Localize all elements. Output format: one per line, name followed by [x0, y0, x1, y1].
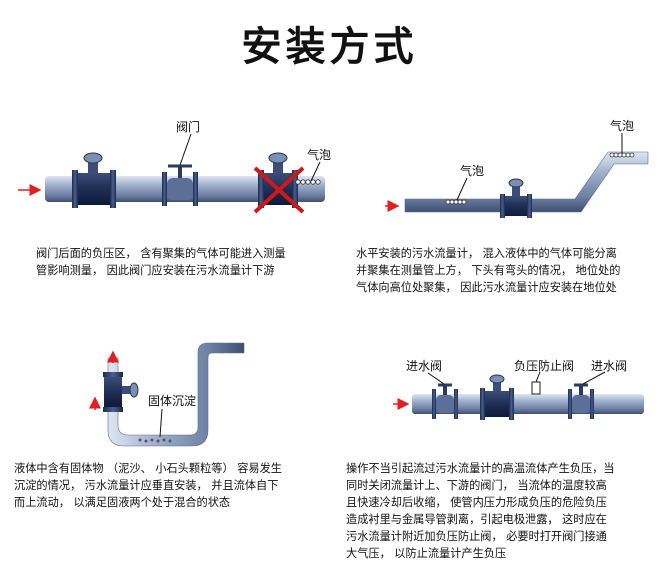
pipe — [404, 151, 649, 213]
caption-line: 并聚集在测量管上方， 下头有弯头的情况， 地位处的 — [356, 264, 621, 277]
caption-line: 阀门后面的负压区， 含有聚集的气体可能进入测量 — [36, 247, 286, 260]
flow-meter — [78, 173, 110, 205]
caption-line: 大气压， 以防止流量计产生负压 — [346, 547, 507, 560]
label-inlet-valve-right: 进水阀 — [591, 359, 627, 373]
label-check-valve: 负压防止阀 — [514, 358, 574, 373]
caption-line: 污水流量计附近加负压防止阀， 必要时打开阀门接通 — [346, 530, 607, 543]
check-valve — [531, 381, 541, 395]
caption-line: 且快速冷却后收缩， 使管内压力形成负压的危险负压 — [346, 496, 607, 509]
caption-line: 液体中含有固体物 （泥沙、 小石头颗粒等） 容易发生 — [14, 462, 282, 475]
caption-line: 沉淀的情况， 污水流量计应垂直安装， 并且流体自下 — [14, 479, 279, 492]
panel-4-diagram: 进水阀 负压防止阀 进水阀 — [393, 358, 644, 420]
panel-1-diagram: 阀门 气泡 — [18, 119, 331, 214]
inlet-valve-left — [436, 395, 454, 413]
flow-meter — [485, 391, 509, 417]
label-sediment: 固体沉淀 — [148, 394, 196, 408]
panel-4-caption: 操作不当引起流过污水流量计的高温流体产生负压，当 同时关闭流量计上、下游的阀门，… — [346, 460, 615, 562]
panel-1-caption: 阀门后面的负压区， 含有聚集的气体可能进入测量 管影响测量， 因此阀门应安装在污… — [36, 245, 286, 279]
panel-2-caption: 水平安装的污水流量计， 混入液体中的气体可能分离 并聚集在测量管上方， 下头有弯… — [356, 245, 620, 296]
label-bubble: 气泡 — [307, 147, 331, 162]
flow-meter — [104, 377, 122, 407]
label-bubble-right: 气泡 — [610, 118, 634, 133]
bubbles — [295, 179, 321, 185]
label-valve: 阀门 — [176, 119, 200, 134]
caption-line: 水平安装的污水流量计， 混入液体中的气体可能分离 — [356, 247, 617, 260]
panel-3-diagram: 固体沉淀 — [89, 342, 245, 447]
inlet-valve-right — [572, 395, 590, 413]
label-bubble-left: 气泡 — [460, 163, 484, 178]
u-pipe — [107, 342, 245, 447]
valve — [167, 178, 193, 200]
panel-3-caption: 液体中含有固体物 （泥沙、 小石头颗粒等） 容易发生 沉淀的情况， 污水流量计应… — [14, 460, 282, 511]
caption-line: 管影响测量， 因此阀门应安装在污水流量计下游 — [36, 264, 275, 277]
flow-meter — [505, 196, 527, 216]
caption-line: 而上流动， 以满足固液两个处于混合的状态 — [14, 496, 231, 509]
caption-line: 造成衬里与金属导管剥离，引起电极泄露， 这时应在 — [346, 513, 607, 526]
caption-line: 气体向高位处聚集， 因此污水流量计应安装在地位处 — [356, 281, 617, 294]
caption-line: 同时关闭流量计上、下游的阀门， 当流体的温度较高 — [346, 479, 607, 492]
caption-line: 操作不当引起流过污水流量计的高温流体产生负压，当 — [346, 462, 615, 475]
page-title: 安装方式 — [241, 24, 418, 70]
label-inlet-valve-left: 进水阀 — [406, 359, 442, 373]
panel-2-diagram: 气泡 气泡 — [385, 118, 649, 218]
